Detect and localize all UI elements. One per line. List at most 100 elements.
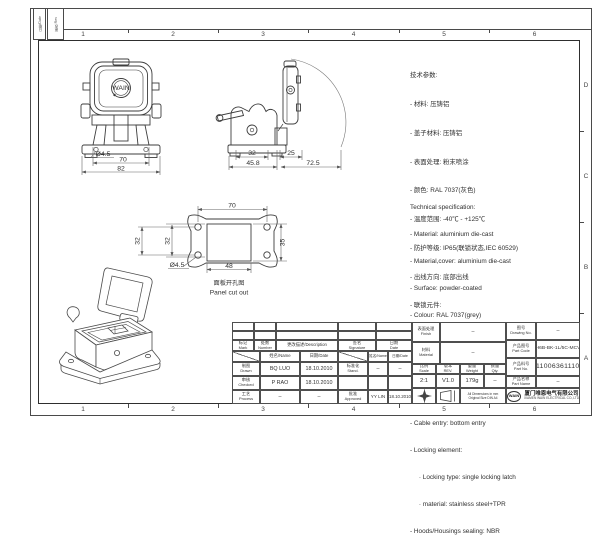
note-line: - 温度范围: -40℃ - +125℃	[410, 216, 486, 224]
label-en: Mark	[238, 344, 248, 350]
panel-dimensions	[138, 206, 287, 273]
label-cn: 图号	[516, 325, 526, 331]
value: YY LIN	[370, 394, 386, 400]
subheader-name-2: 姓名/Name	[368, 351, 388, 362]
label: 日期/Date	[309, 353, 329, 359]
empty-cell	[368, 376, 388, 390]
zone-top-4: 4	[351, 31, 356, 38]
label-cn: 标记	[238, 340, 248, 345]
note-line: - 盖子材料: 压铸铝	[410, 129, 463, 137]
panel-dim-35: 35	[280, 239, 287, 247]
zone-top-1: 1	[81, 31, 85, 38]
label-en: Drawing No.	[510, 330, 532, 336]
label-cn: 制图	[241, 363, 251, 369]
drawing-no-label: 图号 Drawing No.	[506, 322, 536, 340]
company-name-cn: 厦门唯恩电气有限公司	[524, 391, 579, 398]
label-en: Scale	[419, 368, 429, 374]
value: –	[556, 378, 560, 385]
label-cn: 标准化	[346, 363, 360, 369]
label-cn: 签名	[352, 340, 362, 345]
value: BQ LUO	[269, 365, 291, 372]
zone-tick	[308, 29, 309, 33]
zone-bottom-1: 1	[81, 406, 85, 413]
wain-logo: WAIN	[507, 390, 522, 402]
label-en: Part Name	[511, 381, 531, 387]
label: 姓名/Name	[269, 353, 291, 359]
rev-empty-cell	[254, 331, 276, 340]
subheader-date-2: 日期/Date	[388, 351, 412, 362]
side-view	[215, 60, 301, 157]
stand-name: –	[368, 362, 388, 376]
rev-empty-cell	[232, 322, 254, 331]
label-cn: 产品图号	[512, 343, 530, 349]
rev-empty-cell	[376, 331, 412, 340]
side-dim-25: 25	[287, 150, 295, 157]
subheader-date: 日期/Date	[300, 351, 338, 362]
note-line: - 颜色: RAL 7037(灰色)	[410, 187, 476, 195]
value: –	[398, 365, 402, 372]
process-name: –	[260, 390, 300, 404]
label-en: Part Code	[512, 348, 530, 354]
zone-tick	[218, 29, 219, 33]
note-line: - 材料: 压铸铝	[410, 100, 450, 108]
label-en: Checked	[238, 382, 254, 388]
value: P RAO	[271, 379, 289, 386]
zone-bottom-2: 2	[171, 406, 175, 413]
stand-label: 标准化 Stand.	[338, 362, 368, 376]
subheader-diagonal	[232, 351, 260, 362]
subheader-diagonal-2	[338, 351, 368, 362]
label-en: Qty.	[491, 368, 499, 374]
qty-label: 数量 Qty.	[484, 364, 506, 374]
label-cn: 产品名称	[512, 376, 530, 382]
label: 日期/Date	[392, 354, 408, 359]
front-dim-hole: Ø4.5	[96, 151, 111, 158]
rev-empty-cell	[338, 322, 376, 331]
value: V1.0	[442, 377, 454, 384]
part-name-value: –	[536, 376, 580, 388]
panel-caption-cn: 面板开孔图	[214, 279, 245, 287]
rev-header-signature: 签名 Signature	[338, 340, 376, 351]
side-dimensions	[228, 150, 342, 170]
label-en: Signature	[348, 344, 366, 350]
checked-label: 审核 Checked	[232, 376, 260, 390]
rev-header-description: 更改描述/Description	[276, 340, 338, 351]
part-code-value: H6B-BK-1L/5C-MCV	[536, 340, 580, 358]
approved-name: YY LIN	[368, 390, 388, 404]
side-dim-458: 45.8	[246, 160, 259, 167]
subheader-name: 姓名/Name	[260, 351, 300, 362]
label-en: Part No.	[513, 366, 529, 372]
finish-label: 表面处理 Finish	[412, 322, 440, 342]
panel-dim-hole: Ø4.5	[170, 262, 185, 269]
label-cn: 产品料号	[512, 361, 530, 367]
value: –	[471, 328, 475, 335]
value: 18.10.2010	[389, 393, 411, 399]
value: –	[278, 393, 282, 400]
note-line: - 表面处理: 粉末喷涂	[410, 158, 469, 166]
value: –	[556, 327, 560, 334]
panel-caption-en: Panel cut out	[210, 290, 249, 297]
empty-cell	[388, 376, 412, 390]
label-cn: 版本	[443, 364, 453, 369]
part-code-label: 产品图号 Part Code	[506, 340, 536, 358]
label-cn: 工艺	[241, 391, 251, 397]
panel-dim-32b: 32	[165, 237, 172, 245]
label: 姓名/Name	[369, 354, 387, 359]
value: 18.10.2010	[305, 379, 333, 386]
label-cn: 重量	[467, 364, 477, 369]
drawn-name: BQ LUO	[260, 362, 300, 376]
label-cn: 日期	[389, 340, 399, 345]
zone-tick	[489, 29, 490, 33]
weight-value: 179g	[460, 374, 484, 388]
note-line: · Locking type: single locking latch	[410, 474, 516, 481]
zone-bottom-5: 5	[442, 406, 446, 413]
zone-bottom-3: 3	[261, 406, 265, 413]
zone-bottom-4: 4	[351, 406, 356, 413]
rev-empty-cell	[276, 331, 338, 340]
front-view	[80, 58, 162, 158]
label-en: Finish	[420, 331, 432, 337]
dimension-note-cell: All Dimensions in mm Original Size DIN A…	[460, 388, 506, 404]
drawing-no-value: –	[536, 322, 580, 340]
zone-right-c: C	[583, 173, 589, 180]
projection-symbol-cell	[436, 388, 460, 404]
zone-top-2: 2	[171, 31, 175, 38]
